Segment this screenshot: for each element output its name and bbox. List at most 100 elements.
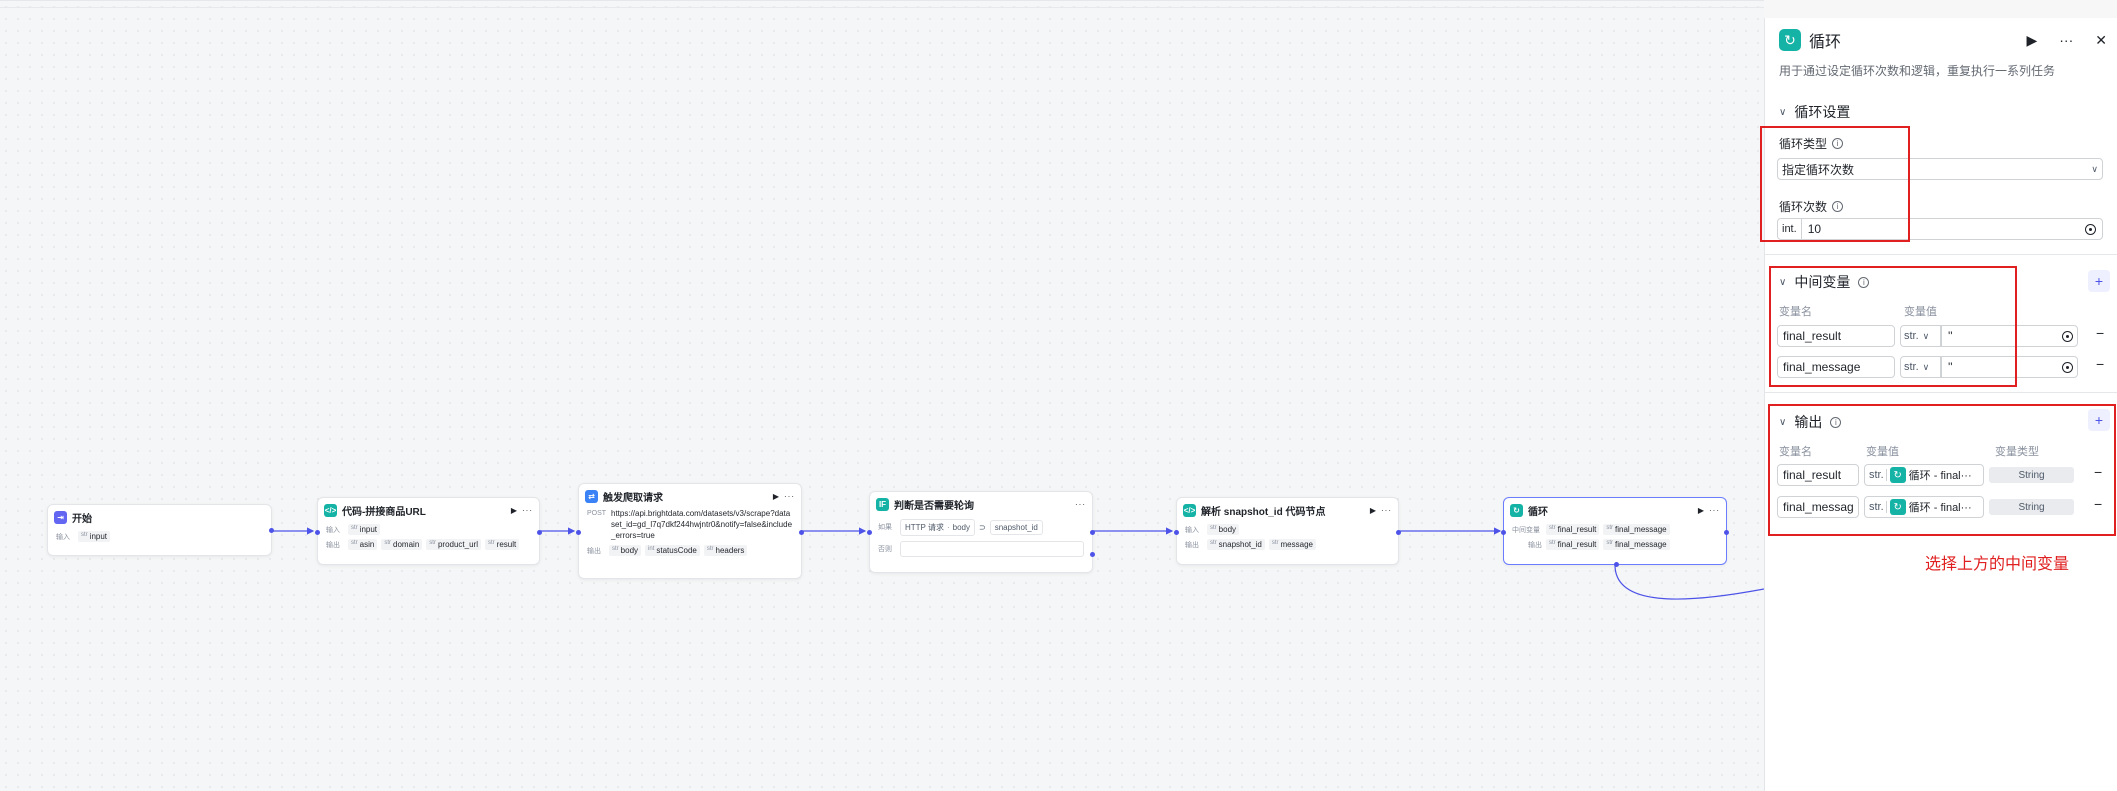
node-http-request[interactable]: ⇄ 触发爬取请求 ▶ ··· POST https://api.brightda…	[576, 483, 804, 579]
mid-var-value-input[interactable]: ''	[1941, 356, 2078, 378]
mid-var-type-select[interactable]: str.∨	[1900, 356, 1941, 378]
node-condition[interactable]: IF 判断是否需要轮询 ··· 如果 HTTP 请求·body ⊃ snapsh…	[867, 491, 1095, 573]
remove-output-button[interactable]: −	[2094, 464, 2103, 480]
more-icon[interactable]: ···	[784, 491, 795, 501]
output-type-badge: String	[1989, 499, 2074, 515]
more-icon[interactable]: ···	[522, 505, 533, 515]
run-icon[interactable]: ▶	[510, 505, 517, 515]
col-var-name: 变量名	[1779, 446, 1812, 458]
section-intermediate-vars[interactable]: ∨ 中间变量 i	[1779, 272, 1870, 292]
request-url: POST https://api.brightdata.com/datasets…	[587, 509, 793, 540]
add-output-button[interactable]: +	[2088, 409, 2110, 431]
input-port[interactable]	[867, 530, 872, 535]
output-port[interactable]	[1724, 530, 1729, 535]
run-icon[interactable]: ▶	[1697, 505, 1704, 515]
input-port[interactable]	[1501, 530, 1506, 535]
add-variable-button[interactable]: +	[2088, 270, 2110, 292]
panel-title[interactable]: 循环	[1809, 34, 1842, 51]
node-title: 代码-拼接商品URL	[342, 506, 426, 518]
run-icon[interactable]: ▶	[2026, 31, 2038, 48]
more-icon[interactable]: ···	[1075, 499, 1086, 509]
annotation-note: 选择上方的中间变量	[1925, 556, 2070, 573]
workflow-edges	[272, 527, 1764, 600]
run-icon[interactable]: ▶	[772, 491, 779, 501]
code-icon: </>	[1183, 503, 1196, 517]
node-title: 开始	[72, 513, 92, 525]
variable-ref-icon[interactable]	[2062, 362, 2073, 373]
mid-var-value-input[interactable]: ''	[1941, 325, 2078, 347]
input-port[interactable]	[315, 530, 320, 535]
col-var-value: 变量值	[1904, 306, 1937, 318]
more-icon[interactable]: ···	[1709, 505, 1720, 515]
variable-ref-icon[interactable]	[2062, 331, 2073, 342]
output-value-ref[interactable]: str. ↻ 循环 - final···	[1864, 496, 1984, 518]
mid-var-name-input[interactable]: final_result	[1777, 325, 1895, 347]
col-var-name: 变量名	[1779, 306, 1812, 318]
output-name-input[interactable]: final_messag	[1777, 496, 1859, 518]
info-icon[interactable]: i	[1832, 201, 1844, 212]
run-icon[interactable]: ▶	[1369, 505, 1376, 515]
info-icon[interactable]: i	[1830, 416, 1842, 428]
output-label: 输出	[1528, 541, 1542, 549]
loop-type-select[interactable]: 指定循环次数 ∨	[1777, 158, 2103, 180]
remove-output-button[interactable]: −	[2094, 496, 2103, 512]
info-icon[interactable]: i	[1858, 276, 1870, 288]
col-var-type: 变量类型	[1995, 446, 2039, 458]
output-port[interactable]	[269, 528, 274, 533]
loop-icon: ↻	[1779, 29, 1801, 51]
section-loop-settings[interactable]: ∨ 循环设置	[1779, 104, 1851, 120]
annotation-box-intermediate-vars	[1769, 266, 2017, 387]
count-value[interactable]: 10	[1807, 222, 1822, 236]
output-name-input[interactable]: final_result	[1777, 464, 1859, 486]
output-port[interactable]	[799, 530, 804, 535]
count-type: int.	[1778, 219, 1802, 239]
node-title: 触发爬取请求	[603, 492, 663, 504]
more-icon[interactable]: ···	[1381, 505, 1392, 515]
if-icon: IF	[876, 497, 889, 511]
input-port[interactable]	[576, 530, 581, 535]
chevron-down-icon: ∨	[1922, 361, 1930, 372]
remove-variable-button[interactable]: −	[2096, 356, 2105, 372]
input-port[interactable]	[1174, 530, 1179, 535]
else-output-port[interactable]	[1090, 552, 1095, 557]
input-label: 输入	[1185, 526, 1199, 534]
mid-var-label: 中间变量	[1512, 526, 1540, 534]
mid-var-name-input[interactable]: final_message	[1777, 356, 1895, 378]
section-output[interactable]: ∨ 输出 i	[1779, 412, 1842, 432]
loop-count-input[interactable]: int. 10	[1777, 218, 2103, 240]
remove-variable-button[interactable]: −	[2096, 325, 2105, 341]
if-output-port[interactable]	[1090, 530, 1095, 535]
output-label: 输出	[587, 547, 601, 555]
condition-expression: HTTP 请求·body	[900, 518, 975, 536]
variable-ref-icon[interactable]	[2085, 224, 2096, 235]
chevron-down-icon: ∨	[1779, 276, 1787, 288]
loop-settings-panel: ↻ 循环 ▶ ··· ✕ 用于通过设定循环次数和逻辑，重复执行一系列任务 ∨ 循…	[1760, 18, 2117, 791]
chevron-down-icon: ∨	[1779, 416, 1787, 428]
loop-body-port[interactable]	[1614, 562, 1619, 567]
panel-description: 用于通过设定循环次数和逻辑，重复执行一系列任务	[1779, 64, 2056, 78]
more-icon[interactable]: ···	[2059, 32, 2074, 48]
loop-type-label: 循环类型 i	[1779, 135, 1844, 152]
output-port[interactable]	[537, 530, 542, 535]
loop-icon: ↻	[1889, 499, 1906, 515]
output-port[interactable]	[1396, 530, 1401, 535]
divider	[1765, 392, 2117, 393]
info-icon[interactable]: i	[1832, 138, 1844, 149]
mid-var-type-select[interactable]: str.∨	[1900, 325, 1941, 347]
output-value-ref[interactable]: str. ↻ 循环 - final···	[1864, 464, 1984, 486]
close-icon[interactable]: ✕	[2095, 31, 2107, 48]
